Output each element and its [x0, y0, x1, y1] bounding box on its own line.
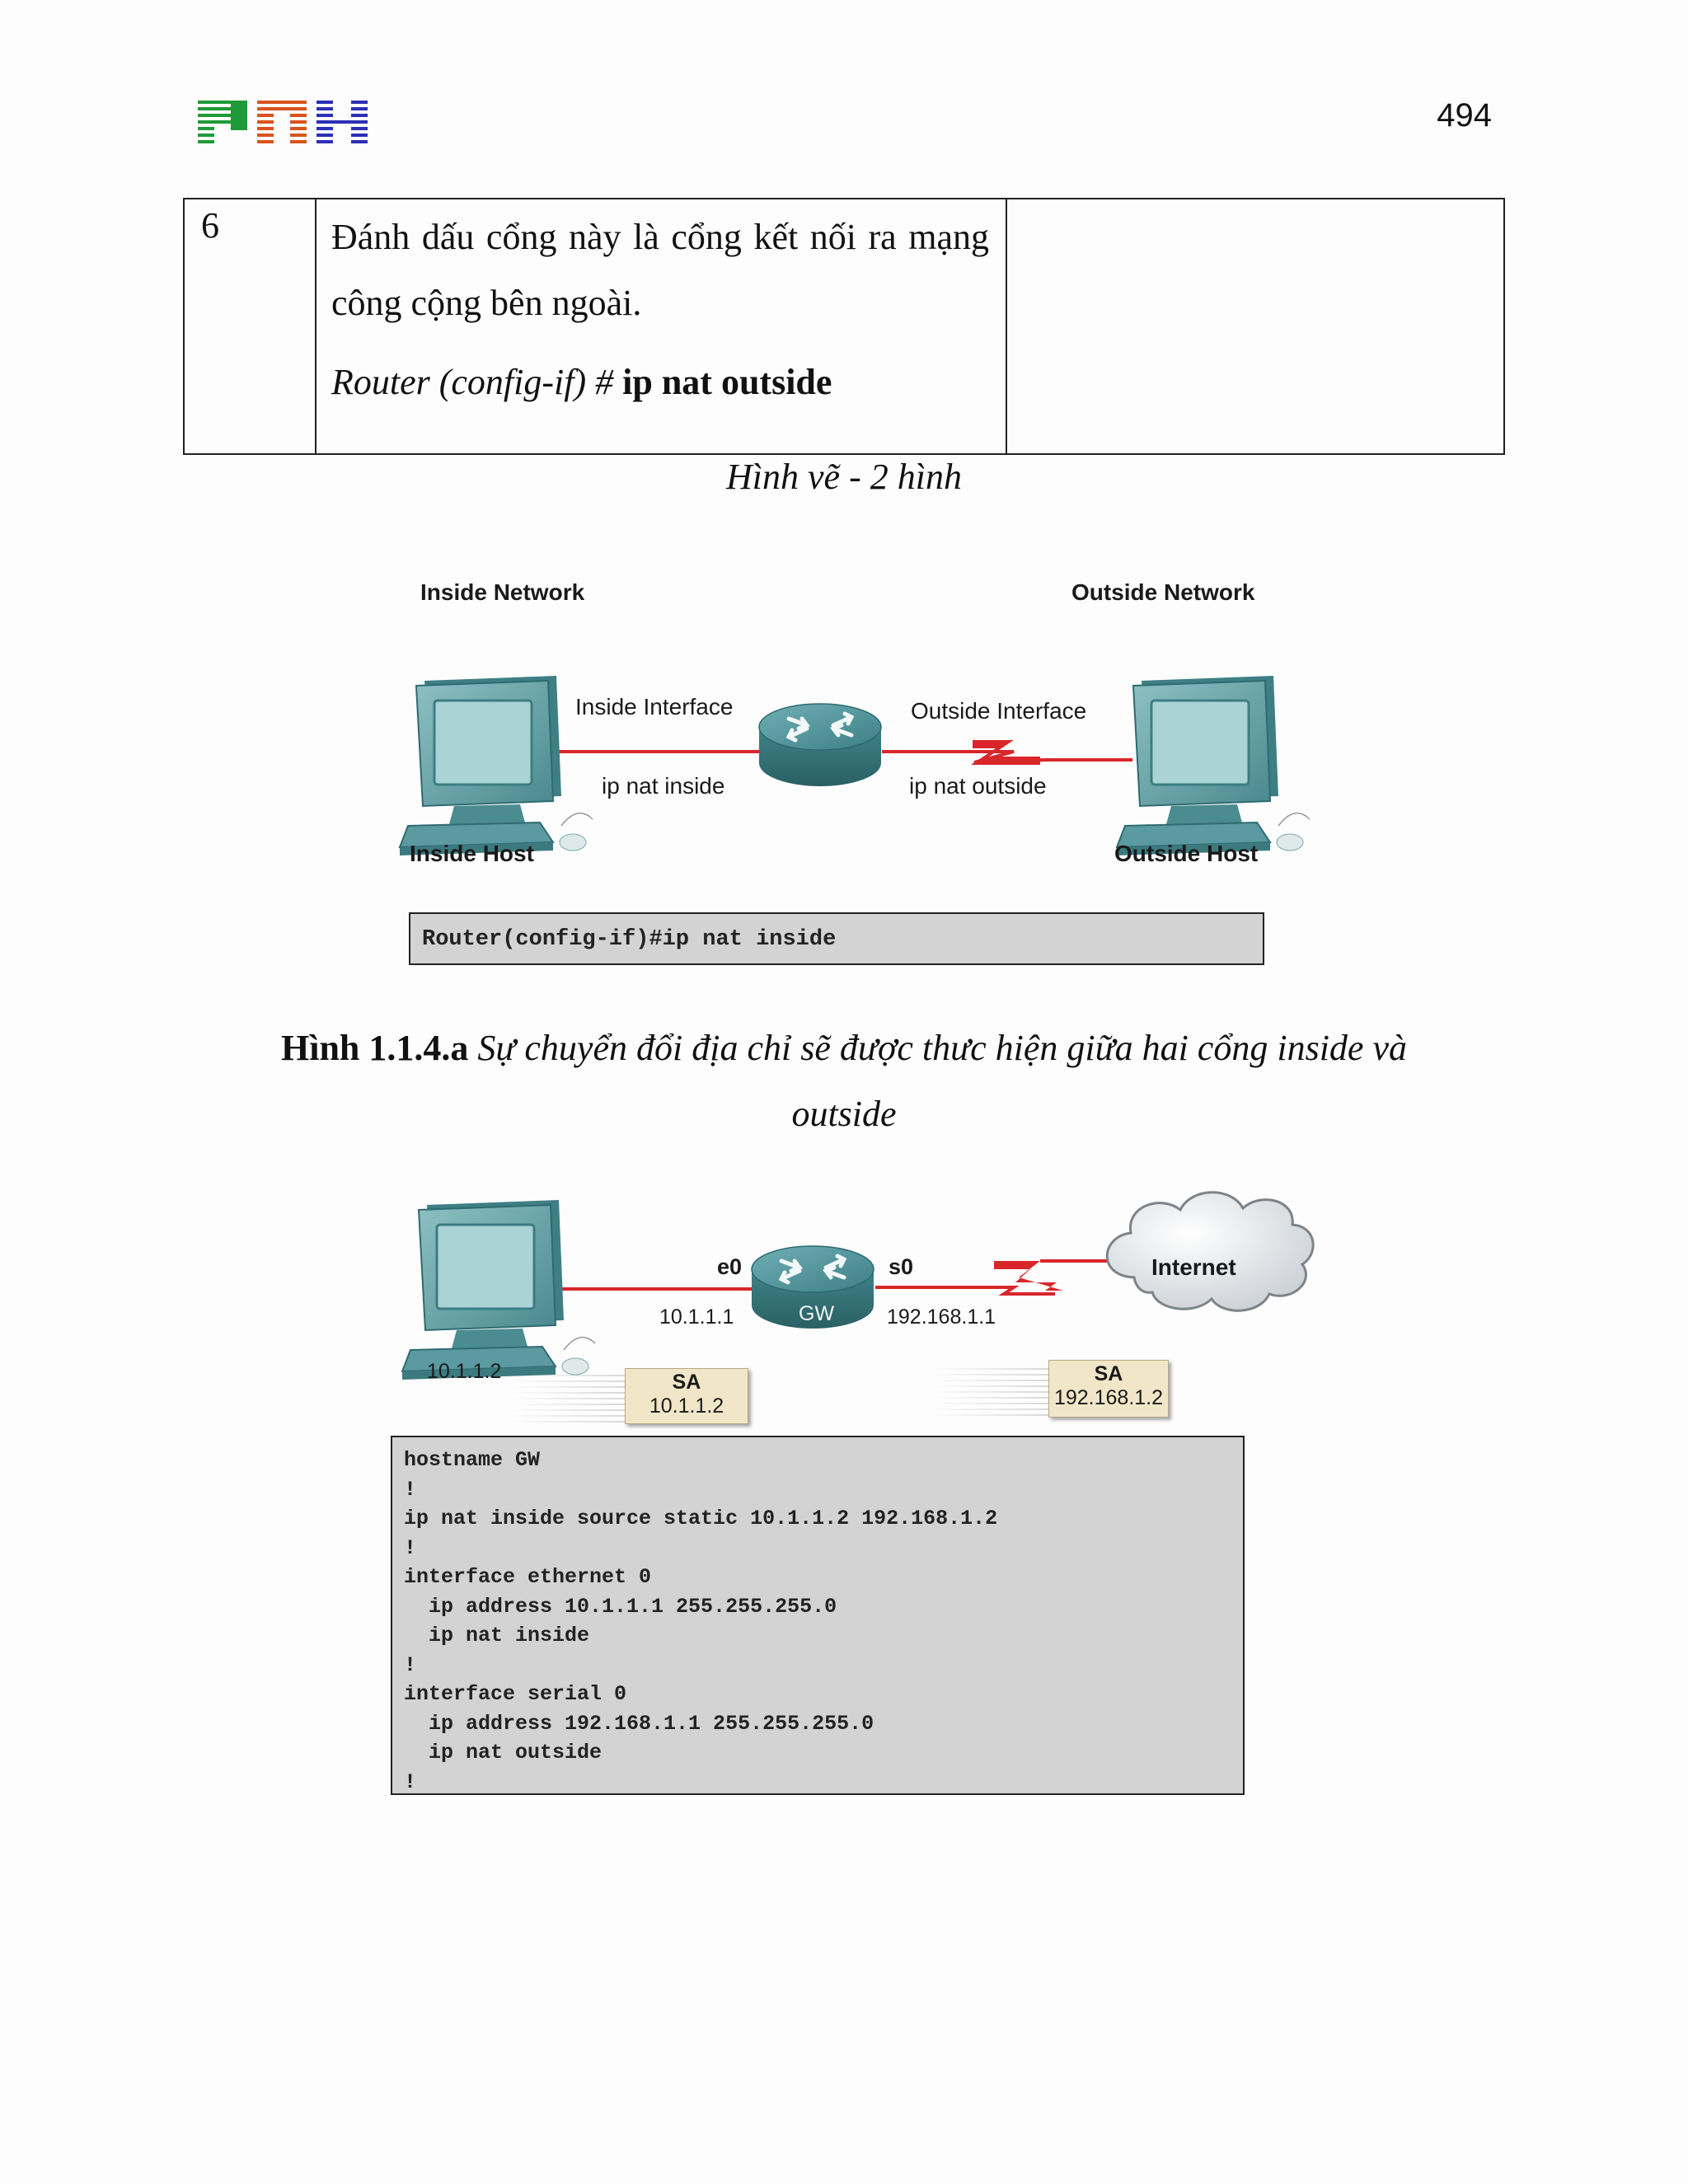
router-inside-ip: 10.1.1.1 — [659, 1305, 734, 1329]
config-line: ! — [404, 1477, 417, 1502]
sa-label-inside: SA — [672, 1371, 701, 1394]
sa-inside-ip: 10.1.1.2 — [649, 1394, 724, 1418]
config-line: ! — [404, 1535, 417, 1560]
ip-nat-outside-label: ip nat outside — [909, 773, 1047, 799]
sa-label-outside: SA — [1094, 1362, 1123, 1385]
gw-router-label: GW — [799, 1302, 835, 1325]
inside-interface-label: Inside Interface — [575, 694, 734, 719]
inside-host-computer-icon — [398, 674, 594, 857]
outside-network-label: Outside Network — [1071, 579, 1255, 605]
s0-label: s0 — [889, 1254, 914, 1279]
router-icon — [759, 704, 881, 786]
router-config-box: hostname GW ! ip nat inside source stati… — [391, 1436, 1245, 1795]
figure-caption-a-label: Hình 1.1.4.a — [281, 1028, 469, 1068]
serial-bolt-icon-b — [994, 1261, 1063, 1291]
outside-interface-label: Outside Interface — [911, 698, 1087, 724]
config-line: ip nat outside — [404, 1741, 603, 1765]
config-line: hostname GW — [404, 1448, 541, 1472]
step-description: Đánh dấu cổng này là cổng kết nối ra mạn… — [331, 217, 989, 323]
inside-host-label: Inside Host — [410, 841, 534, 866]
config-line: ! — [404, 1652, 417, 1677]
page-number: 494 — [1437, 97, 1492, 134]
ip-nat-inside-label: ip nat inside — [602, 773, 725, 799]
step-table: 6 Đánh dấu cổng này là cổng kết nối ra m… — [183, 198, 1505, 455]
packet-trail-inside — [511, 1375, 626, 1424]
config-line: ! — [404, 1769, 417, 1794]
outside-host-label: Outside Host — [1114, 841, 1259, 866]
config-line: ip nat inside source static 10.1.1.2 192… — [404, 1507, 998, 1530]
command-box: Router(config-if)#ip nat inside — [409, 912, 1264, 965]
figure-caption-a-text: Sự chuyển đổi địa chỉ sẽ được thưc hiện … — [477, 1028, 1407, 1134]
figure-caption-top: Hình vẽ - 2 hình — [726, 457, 962, 497]
command-text: ip nat outside — [622, 362, 832, 402]
config-line: interface serial 0 — [404, 1682, 627, 1706]
command-prefix: Router (config-if) # — [331, 362, 614, 402]
outside-serial-link — [882, 750, 1132, 764]
serial-link — [875, 1286, 1055, 1296]
packet-trail-outside — [931, 1368, 1051, 1418]
sa-outside-ip: 192.168.1.2 — [1053, 1386, 1164, 1409]
config-line: ip address 10.1.1.1 255.255.255.0 — [404, 1594, 837, 1619]
packet-outside: SA 192.168.1.2 — [1048, 1360, 1169, 1418]
step-number: 6 — [201, 205, 219, 246]
pnh-logo — [198, 101, 368, 143]
config-line: ip nat inside — [404, 1624, 590, 1647]
internet-cloud-icon — [1105, 1191, 1315, 1312]
packet-inside: SA 10.1.1.2 — [625, 1368, 748, 1424]
step-description-cell: Đánh dấu cổng này là cổng kết nối ra mạn… — [315, 199, 1007, 453]
inside-network-label: Inside Network — [420, 579, 585, 605]
config-line: ip address 192.168.1.1 255.255.255.0 — [404, 1711, 874, 1736]
config-line: interface ethernet 0 — [404, 1565, 652, 1589]
figure-caption-a: Hình 1.1.4.a Sự chuyển đổi địa chỉ sẽ đư… — [239, 1015, 1449, 1147]
serial-bolt-icon — [971, 740, 1040, 765]
step-command: Router (config-if) # ip nat outside — [331, 361, 832, 403]
outside-host-computer-icon — [1115, 674, 1311, 857]
step-number-cell: 6 — [185, 199, 316, 453]
router-outside-ip: 192.168.1.1 — [887, 1305, 996, 1329]
internet-label: Internet — [1151, 1254, 1236, 1280]
e0-label: e0 — [717, 1254, 743, 1279]
host-ip-label: 10.1.1.2 — [427, 1360, 502, 1383]
